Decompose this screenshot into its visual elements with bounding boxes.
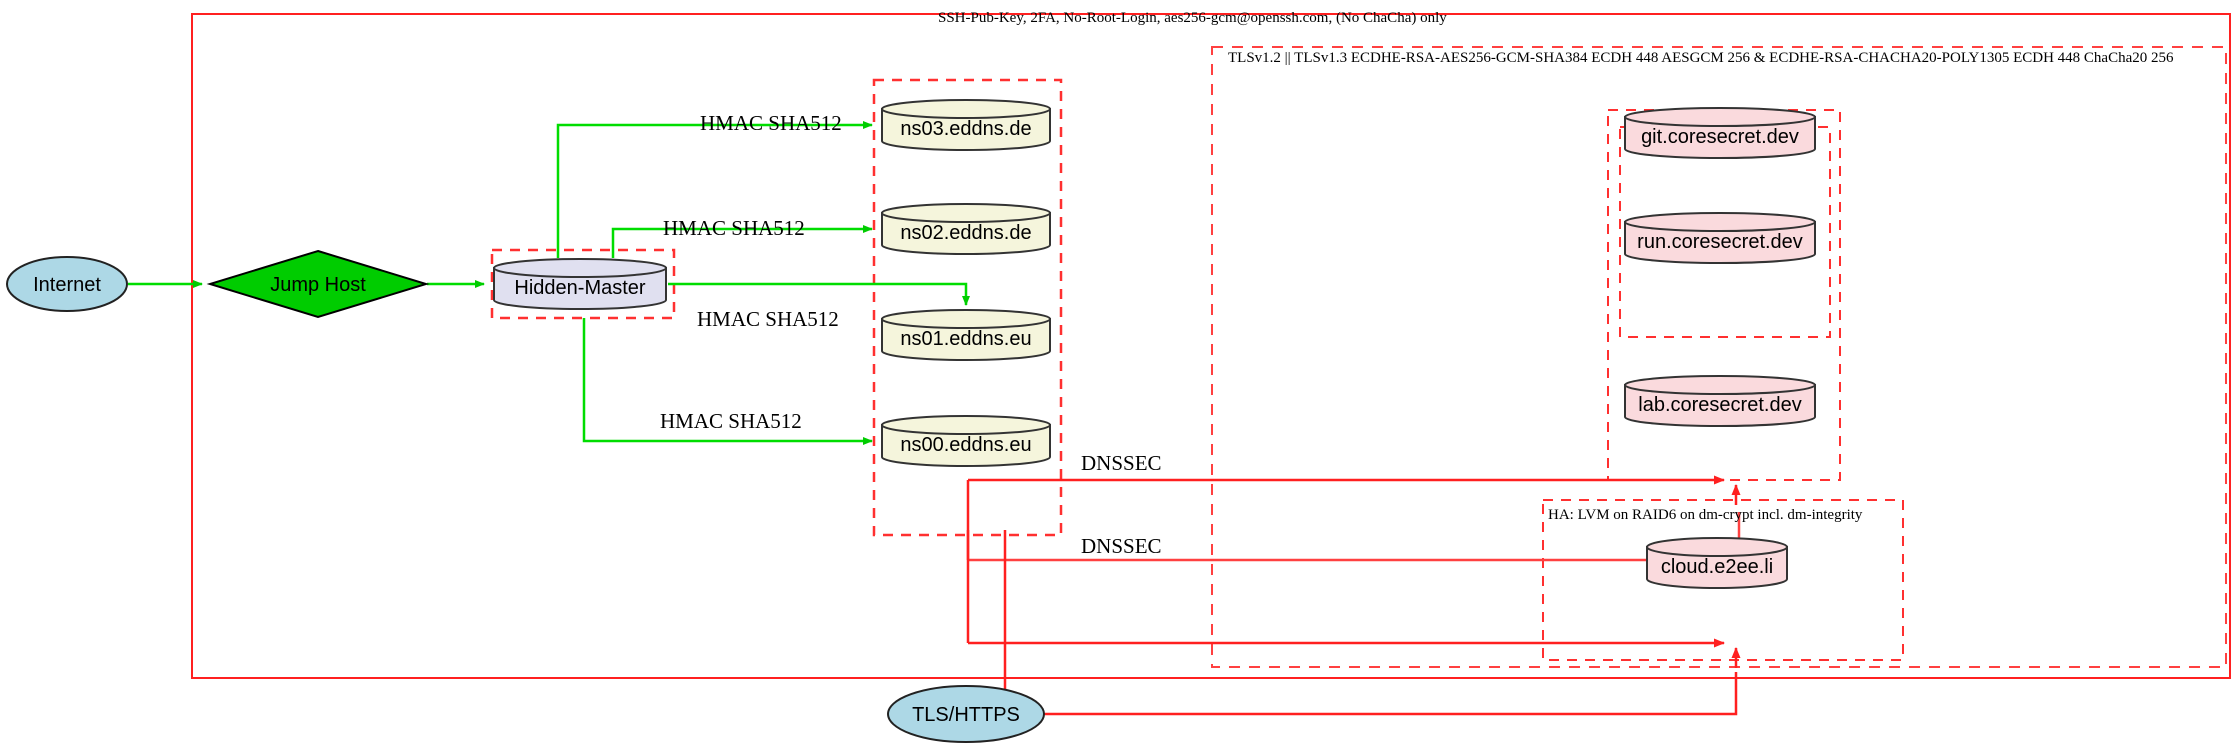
node-ns03-label: ns03.eddns.de — [900, 118, 1031, 140]
node-git-coresecret-dev[interactable]: git.coresecret.dev — [1624, 107, 1816, 159]
node-run-coresecret-dev[interactable]: run.coresecret.dev — [1624, 212, 1816, 264]
node-ns00-label: ns00.eddns.eu — [900, 434, 1031, 456]
node-hidden-master-label: Hidden-Master — [514, 277, 646, 299]
cluster-coresecret-inner — [1619, 126, 1831, 338]
node-tls-https[interactable]: TLS/HTTPS — [887, 685, 1045, 743]
cluster-tls-boundary — [1211, 46, 2227, 668]
node-lab-coresecret-dev[interactable]: lab.coresecret.dev — [1624, 375, 1816, 427]
cluster-label-tls: TLSv1.2 || TLSv1.3 ECDHE-RSA-AES256-GCM-… — [1228, 50, 2174, 66]
node-jump-host-label: Jump Host — [270, 274, 366, 296]
node-ns01-eddns-eu[interactable]: ns01.eddns.eu — [881, 309, 1051, 361]
edge-label-dnssec-lower: DNSSEC — [1081, 534, 1162, 558]
edge-label-hmac-ns03: HMAC SHA512 — [700, 111, 842, 135]
node-tls-https-label: TLS/HTTPS — [912, 704, 1020, 726]
cluster-label-ha: HA: LVM on RAID6 on dm-crypt incl. dm-in… — [1548, 507, 1863, 523]
cluster-label-ssh: SSH-Pub-Key, 2FA, No-Root-Login, aes256-… — [938, 10, 1447, 26]
node-cloud-e2ee-li[interactable]: cloud.e2ee.li — [1646, 537, 1788, 589]
edge-label-hmac-ns00: HMAC SHA512 — [660, 409, 802, 433]
node-lab-label: lab.coresecret.dev — [1638, 394, 1801, 416]
node-internet-label: Internet — [33, 274, 101, 296]
node-cloud-label: cloud.e2ee.li — [1661, 556, 1773, 578]
cluster-ha-storage — [1542, 499, 1904, 661]
node-ns01-label: ns01.eddns.eu — [900, 328, 1031, 350]
edge-label-hmac-ns01: HMAC SHA512 — [697, 307, 839, 331]
node-hidden-master[interactable]: Hidden-Master — [493, 258, 667, 310]
node-internet[interactable]: Internet — [6, 256, 128, 312]
edge-hiddenmaster-to-ns01 — [668, 282, 970, 306]
cluster-ssh-boundary — [191, 13, 2231, 679]
node-ns00-eddns-eu[interactable]: ns00.eddns.eu — [881, 415, 1051, 467]
node-git-label: git.coresecret.dev — [1641, 126, 1799, 148]
node-ns02-eddns-de[interactable]: ns02.eddns.de — [881, 203, 1051, 255]
edge-hiddenmaster-to-ns00 — [582, 318, 873, 445]
node-run-label: run.coresecret.dev — [1637, 231, 1803, 253]
edge-hiddenmaster-to-ns02 — [611, 225, 873, 258]
cluster-dns-servers — [872, 78, 1063, 537]
edge-hiddenmaster-to-ns03 — [556, 121, 873, 258]
edge-tlshttps-right — [1044, 672, 1738, 716]
edge-label-hmac-ns02: HMAC SHA512 — [663, 216, 805, 240]
node-jump-host[interactable]: Jump Host — [206, 249, 430, 319]
node-ns02-label: ns02.eddns.de — [900, 222, 1031, 244]
edge-label-dnssec-upper: DNSSEC — [1081, 451, 1162, 475]
node-ns03-eddns-de[interactable]: ns03.eddns.de — [881, 99, 1051, 151]
